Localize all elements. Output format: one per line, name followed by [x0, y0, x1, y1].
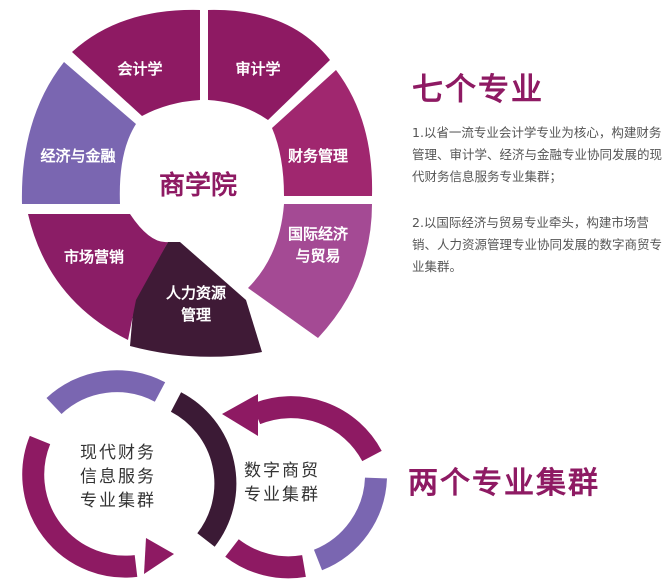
segment-kuaijixue — [72, 9, 200, 117]
left-ring-right — [170, 392, 237, 547]
left-ring-top — [46, 370, 166, 415]
left-ring-bottom — [22, 435, 138, 578]
segment-renliziyuan — [130, 242, 262, 357]
center-label: 商学院 — [159, 170, 237, 201]
right-ring-top — [251, 396, 382, 462]
majors-point-2: 2.以国际经济与贸易专业牵头，构建市场营销、人力资源管理专业协同发展的数字商贸专… — [412, 215, 663, 274]
segment-label-line: 管理 — [181, 306, 211, 324]
segment-jingjiyujinrong-label: 经济与金融 — [40, 147, 115, 165]
right-ring-right — [313, 477, 387, 571]
segment-caiwuguanli — [272, 70, 373, 196]
segment-label-line: 人力资源 — [166, 284, 226, 302]
left-ring-arrowhead — [144, 538, 174, 574]
segment-jingjiyujinrong — [21, 62, 137, 204]
left-cluster-line3: 专业集群 — [80, 491, 156, 511]
segment-guojijingji-label: 国际经济与贸易 — [288, 225, 349, 265]
segment-renliziyuan-label: 人力资源管理 — [166, 284, 226, 324]
segment-caiwuguanli-label: 财务管理 — [288, 147, 348, 165]
segment-shenjixue-label: 审计学 — [235, 60, 280, 78]
left-cluster-line1: 现代财务 — [80, 443, 156, 463]
segment-kuaijixue-label: 会计学 — [117, 60, 162, 78]
segment-shichangyingxiao — [28, 214, 168, 340]
right-ring-bottom — [225, 539, 306, 579]
right-cluster-line1: 数字商贸 — [244, 461, 320, 481]
left-cluster-line2: 信息服务 — [80, 467, 156, 487]
majors-point-1: 1.以省一流专业会计学专业为核心，构建财务管理、审计学、经济与金融专业协同发展的… — [412, 125, 663, 184]
segment-shenjixue — [208, 9, 330, 120]
segment-shichangyingxiao-label: 市场营销 — [64, 248, 124, 266]
segment-label-line: 与贸易 — [295, 247, 340, 265]
segment-label-line: 国际经济 — [288, 225, 349, 243]
right-cluster-line2: 专业集群 — [244, 485, 320, 505]
right-ring-arrowhead — [222, 394, 258, 436]
segment-guojijingji — [248, 204, 372, 338]
seven-majors-title: 七个专业 — [412, 72, 544, 108]
two-clusters-title: 两个专业集群 — [408, 466, 600, 501]
